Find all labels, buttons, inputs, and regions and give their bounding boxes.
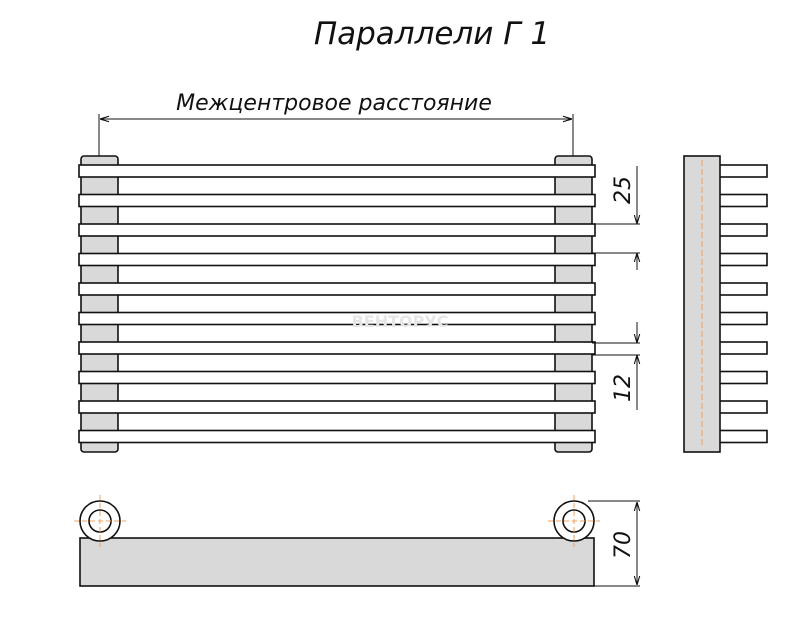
depth-dimension: 70 (588, 500, 640, 587)
tube-label: 12 (611, 374, 636, 402)
front-view (78, 155, 596, 453)
center-distance-label: Межцентровое расстояние (176, 91, 492, 116)
tube (78, 252, 596, 267)
side-tube (717, 311, 768, 326)
tube (78, 223, 596, 237)
left-tube-end (74, 495, 126, 547)
side-tube (717, 252, 768, 267)
center-distance-dimension: Межцентровое расстояние (98, 91, 574, 158)
tube (78, 164, 596, 178)
pitch-dimension: 25 (592, 166, 640, 270)
side-tube (717, 341, 768, 355)
tube (78, 282, 596, 296)
tube (78, 311, 596, 326)
tube-dimension: 12 (592, 322, 640, 410)
side-tube (717, 400, 768, 414)
drawing-title: Параллели Г 1 (314, 16, 550, 52)
watermark: ВЕНТОРУС (352, 312, 449, 331)
tube (78, 370, 596, 385)
right-tube-end (548, 495, 600, 547)
side-tube (717, 193, 768, 208)
side-tube (717, 282, 768, 296)
tube (78, 400, 596, 414)
tube (78, 341, 596, 355)
side-view (683, 155, 768, 453)
tube (78, 429, 596, 444)
side-tube (717, 370, 768, 385)
pitch-label: 25 (611, 176, 636, 204)
bottom-body (79, 537, 595, 587)
side-tube (717, 223, 768, 237)
bottom-view (74, 495, 600, 587)
horizontal-tubes (78, 164, 596, 444)
side-tubes (717, 164, 768, 444)
tube (78, 193, 596, 208)
depth-label: 70 (611, 531, 636, 559)
side-tube (717, 164, 768, 178)
side-tube (717, 429, 768, 444)
